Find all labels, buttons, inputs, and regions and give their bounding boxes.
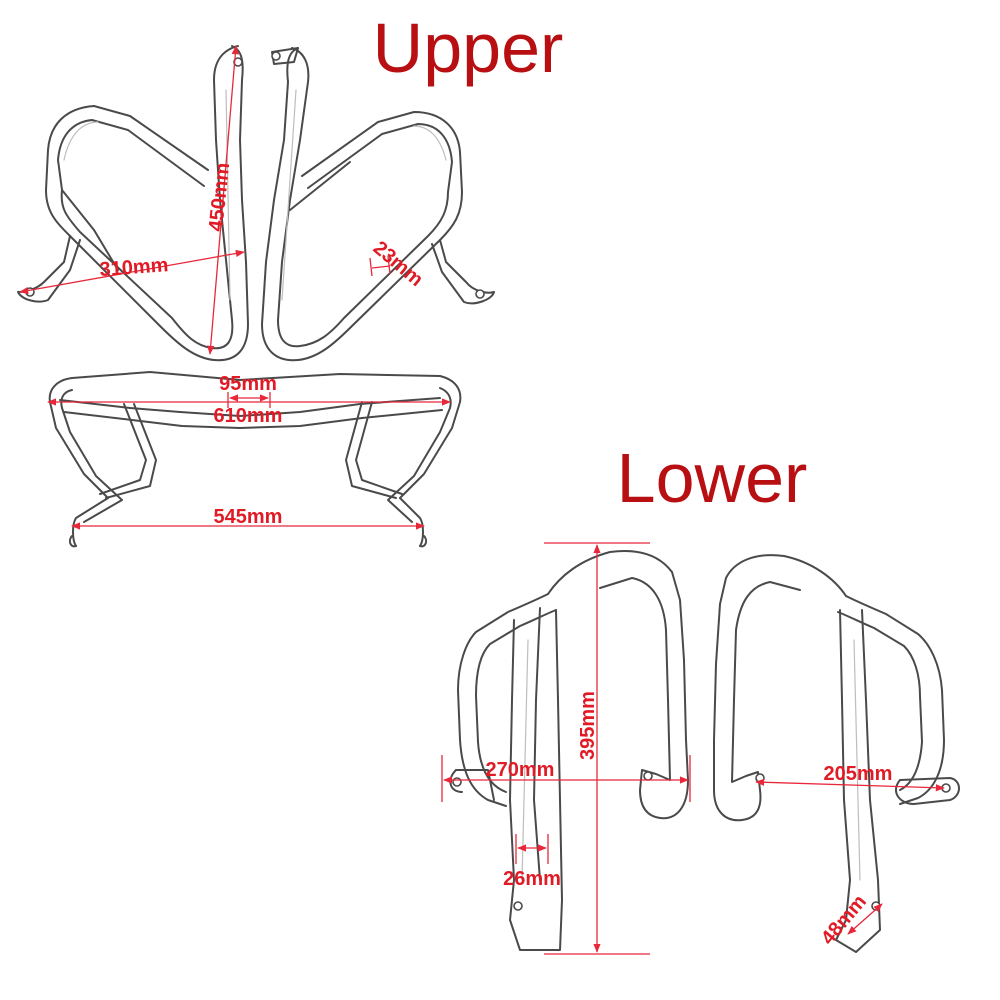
dim-line-upper-depth bbox=[19, 249, 245, 295]
dim-line-upper-height bbox=[207, 45, 239, 355]
label-lower-height: 395mm bbox=[577, 691, 599, 760]
dim-tick-tube-b bbox=[387, 255, 391, 275]
label-lower-tube: 26mm bbox=[503, 868, 561, 890]
label-lower-depth: 270mm bbox=[486, 759, 555, 781]
dim-line-upper-tube bbox=[371, 265, 391, 269]
label-upper-height: 450mm bbox=[205, 162, 234, 233]
label-upper-depth: 310mm bbox=[99, 254, 169, 281]
lower-left-bar bbox=[449, 550, 689, 951]
upper-heading: Upper bbox=[373, 9, 564, 87]
upper-right-bar bbox=[261, 47, 495, 362]
label-front-mount: 95mm bbox=[219, 373, 277, 395]
label-lower-mount-span: 205mm bbox=[824, 763, 893, 785]
dim-line-lower-mount-span bbox=[755, 778, 945, 792]
label-front-base: 545mm bbox=[214, 506, 283, 528]
lower-heading: Lower bbox=[617, 439, 808, 517]
label-front-width: 610mm bbox=[214, 405, 283, 427]
lower-right-bar bbox=[713, 554, 960, 953]
dim-line-lower-tab bbox=[847, 903, 883, 935]
dim-tick-tube-a bbox=[369, 257, 373, 277]
